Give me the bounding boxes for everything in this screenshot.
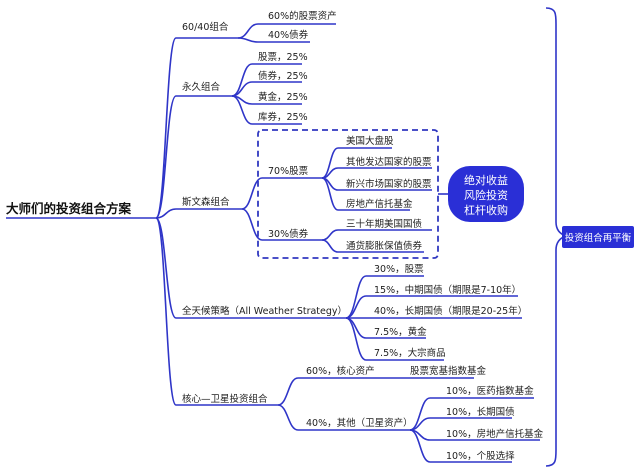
- item-swensen-equity-0: 美国大盘股: [346, 135, 394, 147]
- item-swensen-bond-0: 三十年期美国国债: [346, 218, 423, 230]
- swensen-extra-bubble: [448, 166, 524, 222]
- root-node: 大师们的投资组合方案: [6, 201, 132, 216]
- label-swensen-bond: 30%债券: [268, 228, 309, 240]
- swensen-group-box: [257, 129, 439, 259]
- item-swensen-equity-1: 其他发达国家的股票: [346, 156, 432, 168]
- label-coresat: 核心—卫星投资组合: [182, 393, 268, 405]
- label-allweather: 全天候策略（All Weather Strategy）: [182, 305, 347, 317]
- item-allweather-2: 40%，长期国债（期限是20-25年）: [374, 305, 527, 317]
- item-coresat-sat-3: 10%，个股选择: [446, 450, 515, 462]
- bubble-line-1: 风险投资: [464, 188, 508, 202]
- branch-coresat: [155, 217, 278, 406]
- item-allweather-3: 7.5%，黄金: [374, 326, 427, 338]
- item-perm-2: 黄金，25%: [258, 91, 308, 103]
- branch-allweather: [155, 217, 346, 319]
- label-perm: 永久组合: [182, 81, 221, 93]
- label-swensen-equity: 70%股票: [268, 166, 309, 177]
- item-perm-3: 库券，25%: [258, 111, 308, 123]
- item-swensen-equity-3: 房地产信托基金: [346, 198, 413, 210]
- item-swensen-bond-1: 通货膨胀保值债券: [346, 240, 423, 252]
- rebalance-label: 投资组合再平衡: [565, 232, 632, 244]
- bubble-line-0: 绝对收益: [464, 173, 508, 187]
- item-allweather-1: 15%，中期国债（期限是7-10年）: [374, 284, 521, 296]
- item-perm-0: 股票，25%: [258, 52, 308, 63]
- item-coresat-sat-2: 10%，房地产信托基金: [446, 428, 544, 440]
- item-coresat-core: 股票宽基指数基金: [410, 365, 487, 377]
- label-coresat-core: 60%，核心资产: [306, 365, 375, 377]
- item-allweather-4: 7.5%，大宗商品: [374, 347, 446, 359]
- rebalance-label-box: [562, 226, 634, 248]
- branch-swensen: [155, 208, 242, 219]
- branch-perm: [155, 95, 232, 219]
- item-coresat-sat-1: 10%，长期国债: [446, 406, 515, 418]
- item-6040-1: 40%债券: [268, 29, 309, 41]
- label-coresat-sat: 40%，其他（卫星资产）: [306, 417, 413, 429]
- bubble-line-2: 杠杆收购: [464, 203, 508, 217]
- item-allweather-0: 30%，股票: [374, 264, 424, 275]
- label-6040: 60/40组合: [182, 21, 229, 33]
- label-swensen: 斯文森组合: [182, 196, 230, 208]
- item-perm-1: 债券，25%: [258, 70, 308, 82]
- item-swensen-equity-2: 新兴市场国家的股票: [346, 178, 432, 190]
- item-coresat-sat-0: 10%，医药指数基金: [446, 385, 534, 397]
- item-6040-0: 60%的股票资产: [268, 10, 337, 22]
